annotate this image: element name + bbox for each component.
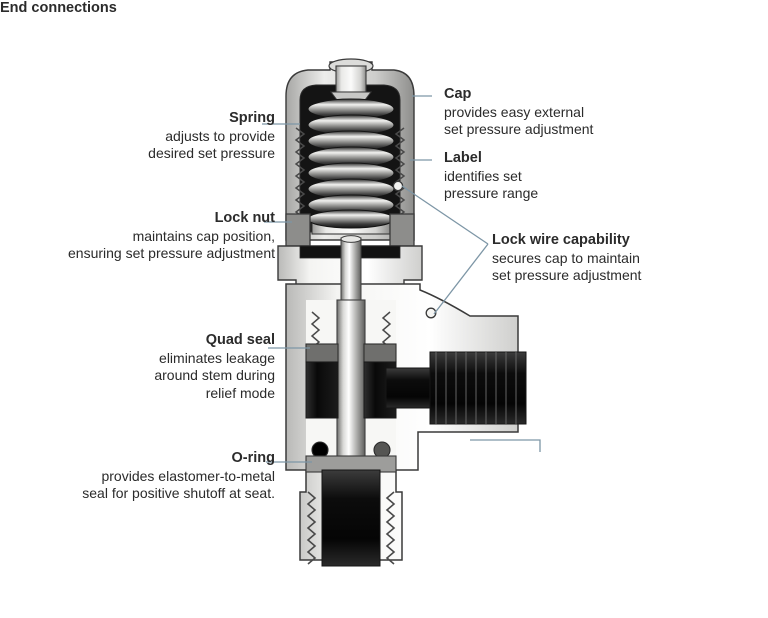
leader-lock-wire-a [401,185,489,245]
callout-quad-seal-title: Quad seal [205,332,275,348]
side-outlet-threads [435,352,517,424]
callout-end-connections: End connections [0,0,117,16]
side-outlet-threaded-nipple [429,351,527,425]
callout-cap-title: Cap [444,86,472,102]
quad-seal-gland-left [305,343,339,363]
callout-o-ring-title: O-ring [231,450,276,466]
side-end-connection [385,351,527,425]
callout-lock-nut: Lock nut maintains cap position,ensuring… [30,210,275,263]
callout-label-title: Label [444,150,482,166]
callout-spring-title: Spring [229,110,275,126]
lock-wire-hole-body [425,307,437,319]
stem-top-cap [340,235,362,243]
inlet-thread-right [385,491,396,565]
callout-lock-nut-title: Lock nut [214,210,275,226]
callout-lock-nut-description: maintains cap position,ensuring set pres… [68,227,275,262]
spring-coils [307,98,395,229]
cap-assembly [285,58,415,241]
callout-leader-lines [262,95,541,463]
valve-stem [336,235,366,477]
quad-seal-element-left [305,361,339,419]
quad-seal-gland-right [363,343,397,363]
leader-end-connections [470,439,541,452]
bottom-end-connection [306,469,396,567]
side-outlet-shoulder [385,367,431,409]
leader-lock-wire-b [433,243,489,315]
stem-lower [336,299,366,477]
inlet-black-bore [321,469,381,567]
o-ring-assembly [305,441,397,473]
stem-upper [340,237,362,303]
callout-lock-wire-title: Lock wire capability [492,232,630,248]
lock-wire-hole-cap [392,180,404,192]
adjusting-screw-shank [335,65,367,93]
callout-lock-wire: Lock wire capability secures cap to main… [492,232,727,285]
inlet-thread-left [306,491,317,565]
